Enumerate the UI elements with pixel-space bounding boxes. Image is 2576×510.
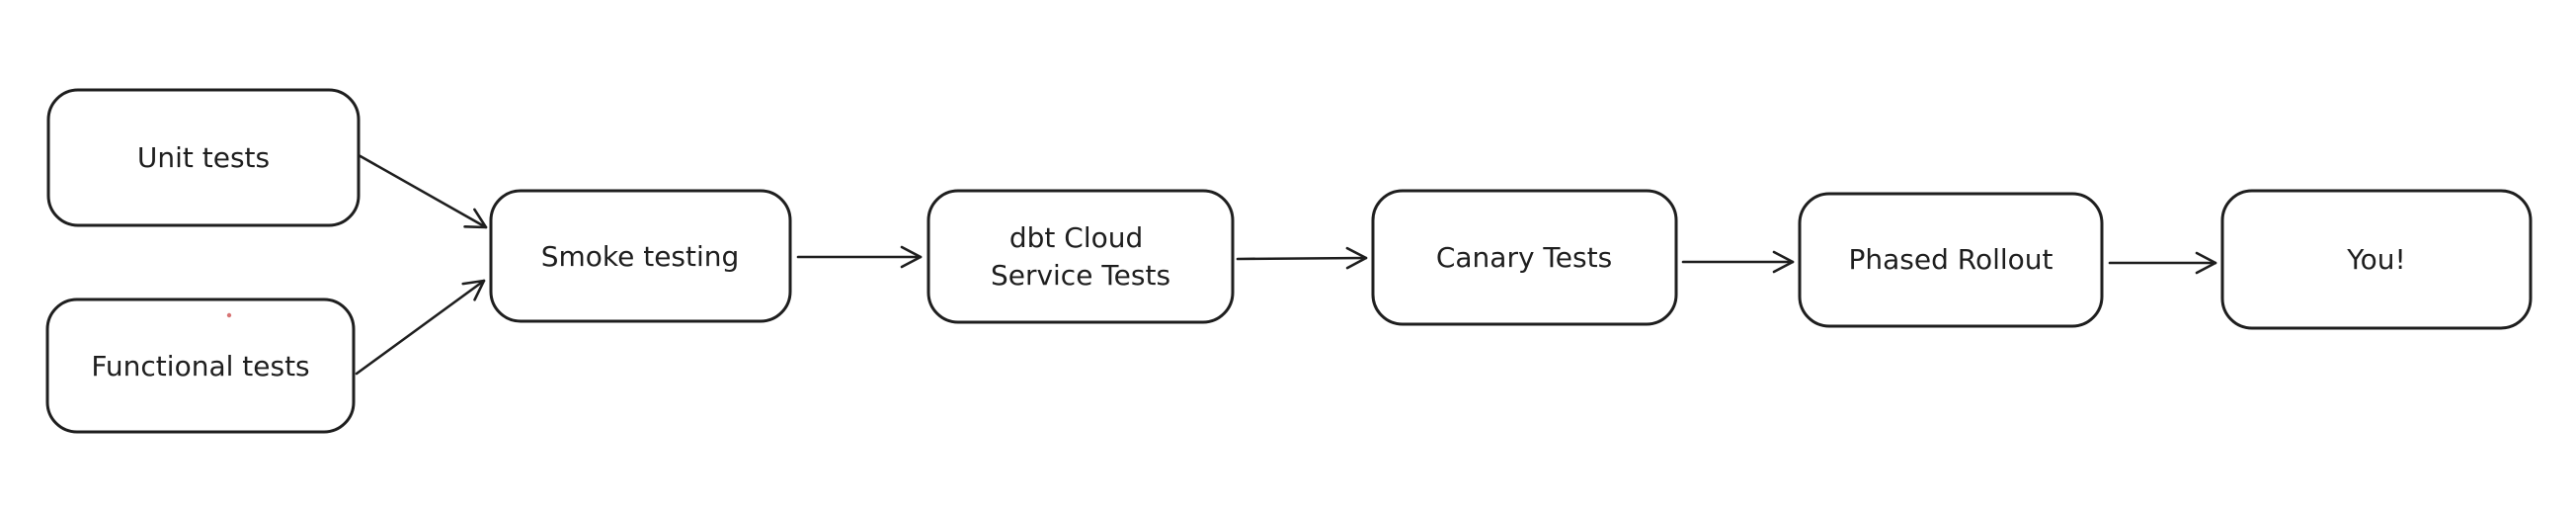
node-smoke-testing: Smoke testing: [489, 189, 792, 323]
node-box: [1371, 189, 1678, 326]
red-dot-artifact: [226, 312, 232, 318]
node-label: Unit tests: [137, 141, 270, 174]
edge-functional-tests-to-smoke-testing: [355, 279, 486, 376]
node-label: Phased Rollout: [1848, 243, 2053, 276]
node-label: You!: [2346, 243, 2406, 276]
node-dbt-cloud-service-tests: dbt Cloud Service Tests: [926, 189, 1235, 324]
node-box: [1798, 192, 2104, 328]
node-functional-tests: Functional tests: [45, 298, 356, 434]
node-label: Functional tests: [91, 350, 309, 382]
node-label: dbt Cloud Service Tests: [991, 221, 1170, 292]
node-box: [489, 189, 792, 323]
node-you: You!: [2220, 189, 2533, 330]
edge-dbt-cloud-service-tests-to-canary-tests: [1236, 246, 1368, 270]
node-box: [926, 189, 1235, 324]
node-box: [2220, 189, 2533, 330]
node-unit-tests: Unit tests: [46, 88, 361, 227]
node-canary-tests: Canary Tests: [1371, 189, 1678, 326]
node-box: [45, 298, 356, 434]
edges: [355, 153, 2217, 376]
node-box: [46, 88, 361, 227]
node-label: Smoke testing: [541, 240, 740, 273]
node-label: Canary Tests: [1436, 241, 1612, 274]
node-phased-rollout: Phased Rollout: [1798, 192, 2104, 328]
edge-unit-tests-to-smoke-testing: [357, 153, 488, 229]
